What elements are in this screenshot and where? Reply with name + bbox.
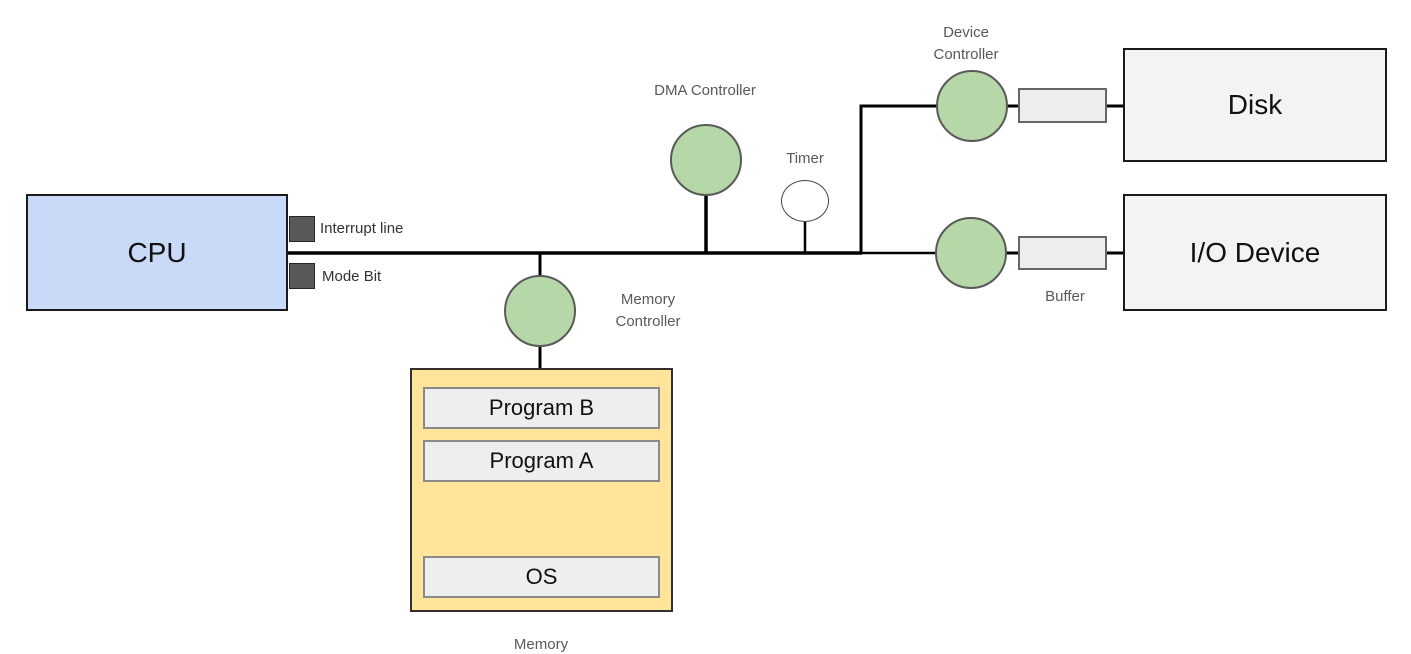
device-controller-label: Device Controller xyxy=(933,24,999,63)
interrupt-line-label: Interrupt line xyxy=(320,220,404,237)
disk-label: Disk xyxy=(1227,89,1283,120)
memory-slot-os: OS xyxy=(423,556,660,598)
disk-box: Disk xyxy=(1123,48,1387,162)
device-controller-circle xyxy=(936,70,1008,142)
disk-buffer-box xyxy=(1018,88,1107,123)
memory-controller-label: Memory Controller xyxy=(615,291,681,330)
dma-controller-label: DMA Controller xyxy=(654,82,756,99)
os-label: OS xyxy=(525,564,558,589)
program-a-label: Program A xyxy=(489,448,594,473)
buffer-label: Buffer xyxy=(1045,288,1085,305)
io-device-controller-circle xyxy=(935,217,1007,289)
interrupt-port-square xyxy=(289,216,315,242)
dma-controller-circle xyxy=(670,124,742,196)
memory-slot-program-b: Program B xyxy=(423,387,660,429)
mode-bit-port-square xyxy=(289,263,315,289)
io-buffer-box xyxy=(1018,236,1107,270)
cpu-label: CPU xyxy=(127,236,187,268)
program-b-label: Program B xyxy=(488,395,595,420)
timer-label: Timer xyxy=(786,150,824,167)
memory-label: Memory xyxy=(513,636,569,653)
io-device-box: I/O Device xyxy=(1123,194,1387,311)
memory-slot-program-a: Program A xyxy=(423,440,660,482)
timer-circle xyxy=(781,180,829,222)
io-device-label: I/O Device xyxy=(1189,236,1321,268)
memory-box: Program B Program A OS xyxy=(410,368,673,612)
cpu-box: CPU xyxy=(26,194,288,311)
mode-bit-label: Mode Bit xyxy=(322,268,382,285)
memory-controller-circle xyxy=(504,275,576,347)
